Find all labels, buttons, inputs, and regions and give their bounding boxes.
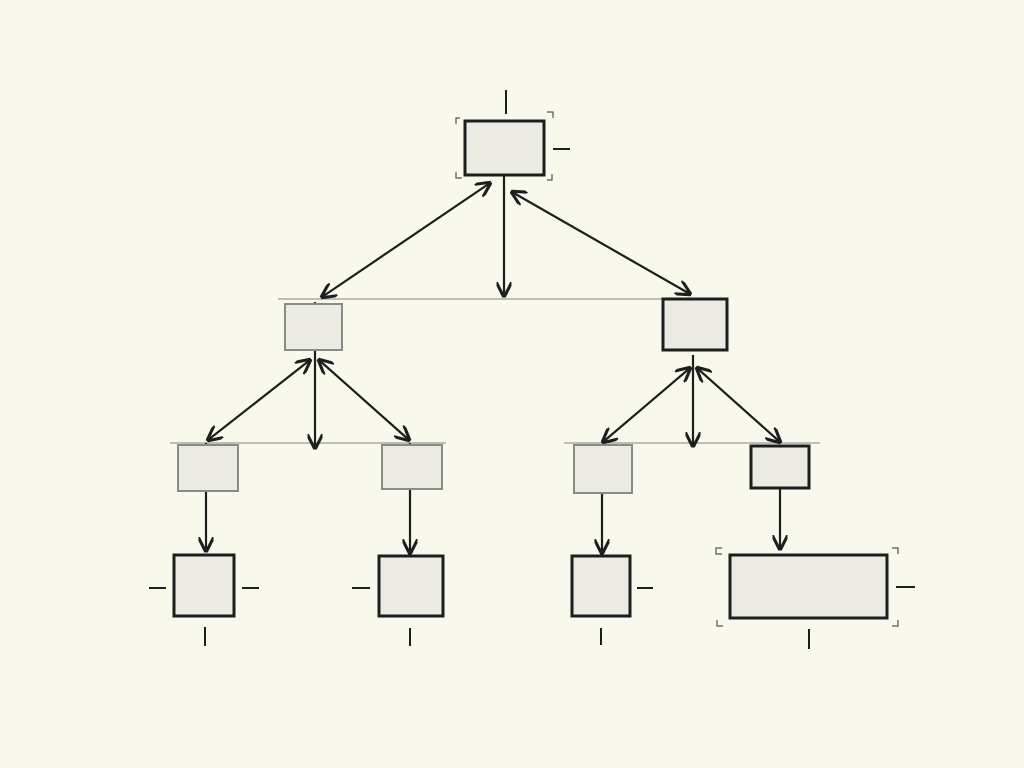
- nodes[interactable]: [149, 90, 915, 649]
- node-b[interactable]: [661, 297, 729, 352]
- selection-handles-b2x: [715, 547, 899, 627]
- node-a[interactable]: [284, 303, 343, 351]
- edges: [206, 176, 780, 553]
- edge-a-a2: [319, 360, 409, 440]
- edge-a-a1: [208, 360, 310, 440]
- node-a2[interactable]: [381, 444, 443, 490]
- node-b1x-group[interactable]: [570, 554, 653, 645]
- edge-b-b1: [603, 368, 690, 442]
- node-a2x[interactable]: [377, 554, 445, 618]
- node-a1[interactable]: [177, 444, 239, 492]
- node-b2x[interactable]: [728, 553, 889, 620]
- node-b2[interactable]: [749, 444, 811, 490]
- node-a2x-group[interactable]: [352, 554, 445, 646]
- node-a1x-group[interactable]: [149, 553, 259, 646]
- edge-root-a: [322, 183, 490, 297]
- node-root-box[interactable]: [463, 119, 546, 177]
- edge-b-b2: [697, 368, 780, 442]
- node-root[interactable]: [455, 90, 570, 181]
- edge-root-b: [512, 192, 690, 294]
- node-b1[interactable]: [573, 444, 633, 494]
- node-b2x-group[interactable]: [715, 547, 915, 649]
- selection-handles-root: [455, 111, 554, 181]
- node-b1x[interactable]: [570, 554, 632, 618]
- node-a1x[interactable]: [172, 553, 236, 618]
